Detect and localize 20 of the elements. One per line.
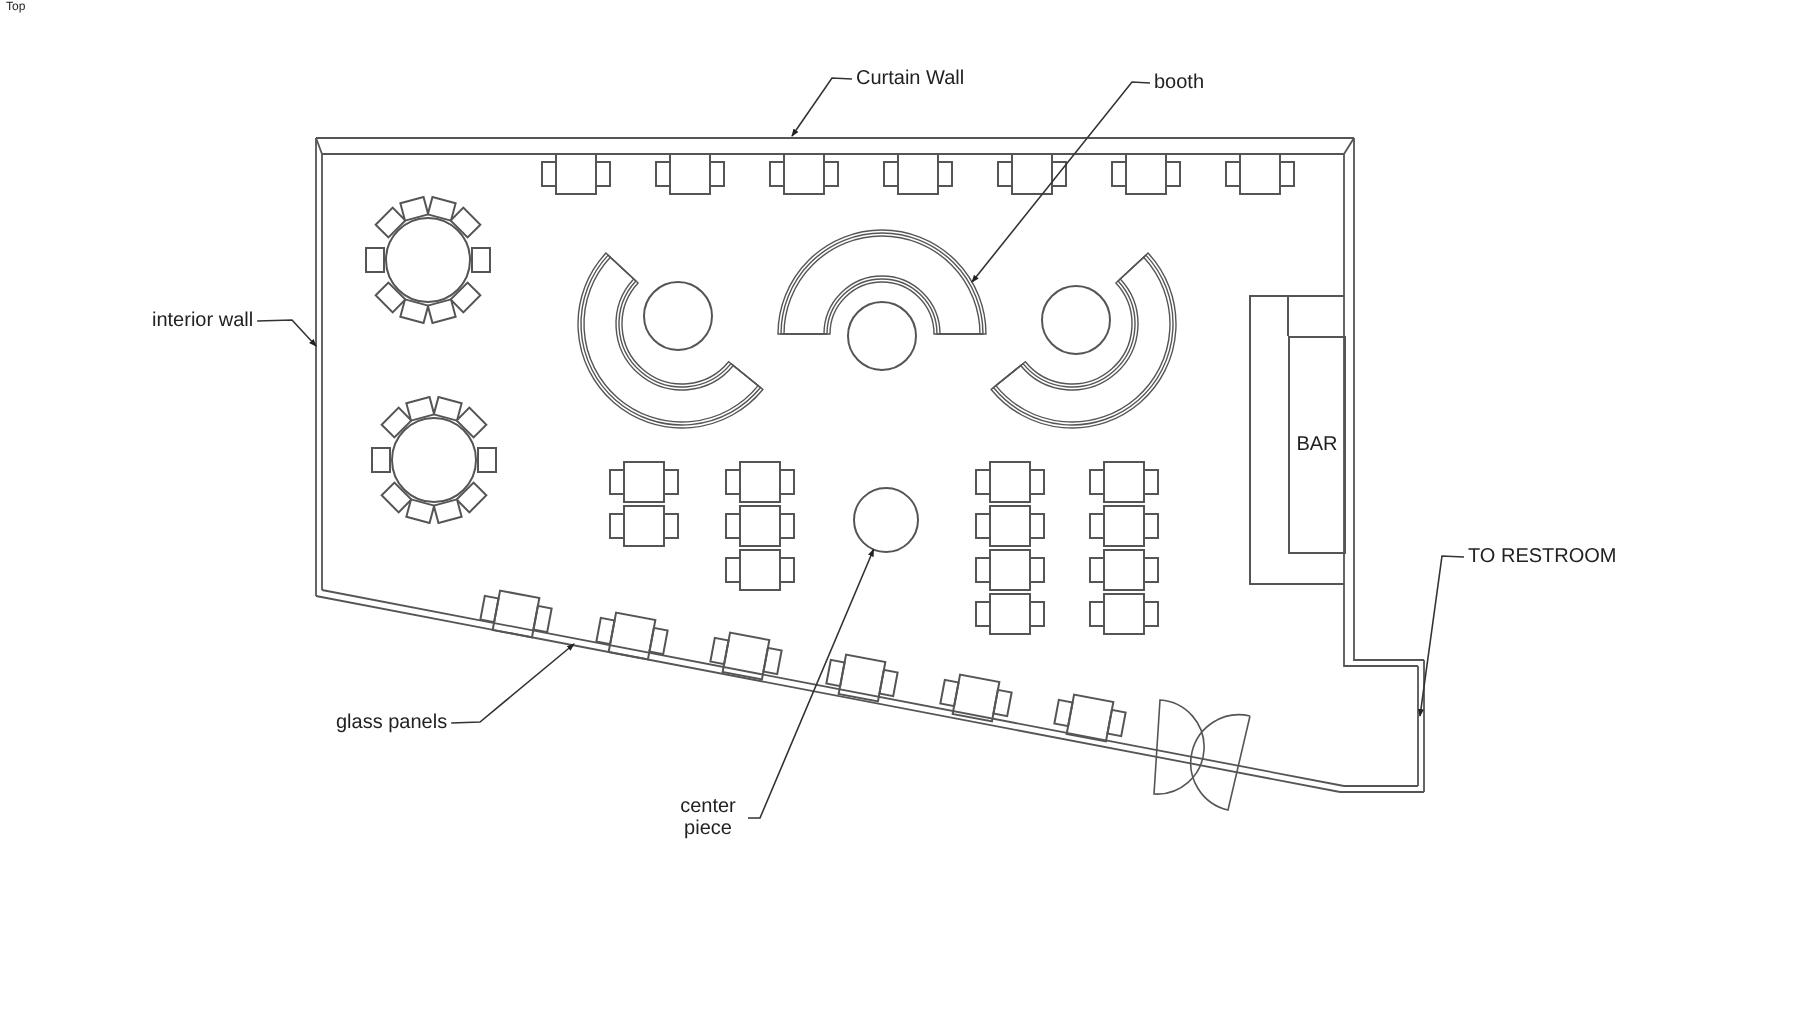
callout-label: TO RESTROOM [1468, 546, 1617, 568]
callout-label: interior wall [152, 310, 254, 332]
leader-line [256, 319, 317, 347]
interior-wall [315, 137, 323, 597]
callout-label: center piece [672, 796, 744, 840]
curtain-wall [315, 137, 1355, 155]
booth-seat [990, 252, 1177, 429]
leader-line [971, 81, 1151, 283]
leader-line [450, 643, 575, 724]
glass-panel-wall [315, 589, 1345, 793]
callout-label: Curtain Wall [856, 68, 965, 90]
leader-line [747, 548, 875, 819]
booth-seat [577, 252, 764, 429]
callout-label: booth [1154, 72, 1205, 94]
leader-line [1418, 555, 1465, 717]
centerpiece-circle [853, 487, 919, 553]
booth-seat [777, 229, 987, 371]
leader-line [791, 77, 853, 137]
bar-counter: BAR [1288, 336, 1346, 554]
corridor-wall [1417, 659, 1425, 793]
